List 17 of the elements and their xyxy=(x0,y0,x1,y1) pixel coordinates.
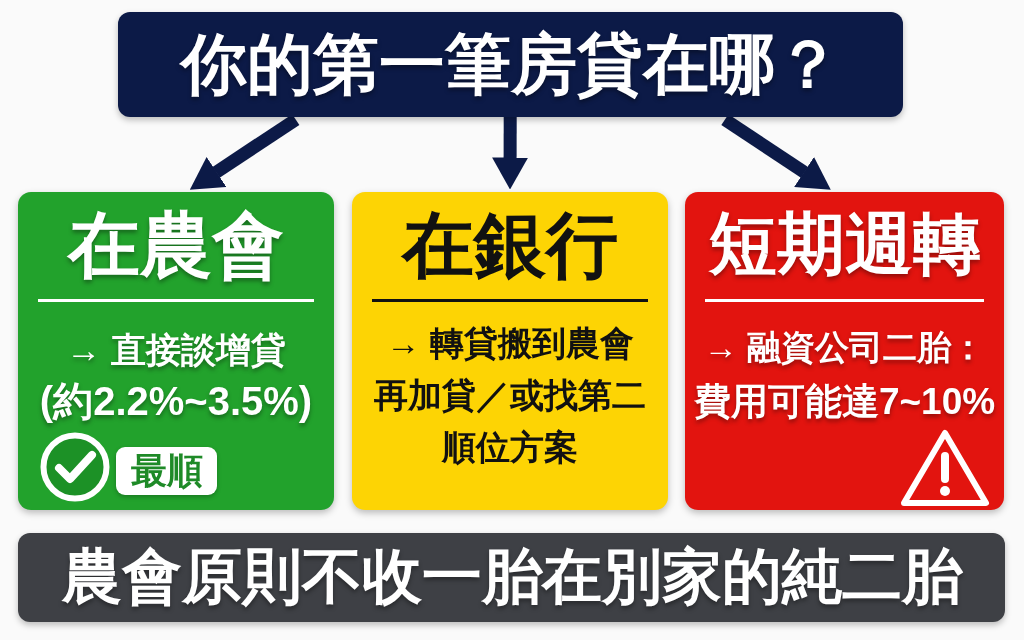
card-text: → 直接談增貸 xyxy=(66,330,286,369)
card-text: → 融資公司二胎： xyxy=(703,328,986,366)
arrow xyxy=(189,114,300,190)
arrow xyxy=(492,116,529,190)
option-card xyxy=(352,192,668,510)
card-heading: 短期週轉 xyxy=(708,205,981,281)
card-text: (約2.2%~3.5%) xyxy=(39,379,313,423)
option-card xyxy=(18,192,334,510)
tag-badge: 最順 xyxy=(116,447,217,495)
card-text: → 轉貸搬到農會再加貸／或找第二順位方案 xyxy=(373,323,647,468)
arrow xyxy=(721,114,831,190)
card-heading: 在農會 xyxy=(68,205,284,285)
option-card xyxy=(685,192,1004,510)
note-bar: 農會原則不收一胎在別家的純二胎 xyxy=(18,533,1005,622)
question-box: 你的第一筆房貸在哪？ xyxy=(118,12,903,117)
card-text: 費用可能達7~10% xyxy=(693,381,996,422)
card-heading: 在銀行 xyxy=(402,205,618,285)
